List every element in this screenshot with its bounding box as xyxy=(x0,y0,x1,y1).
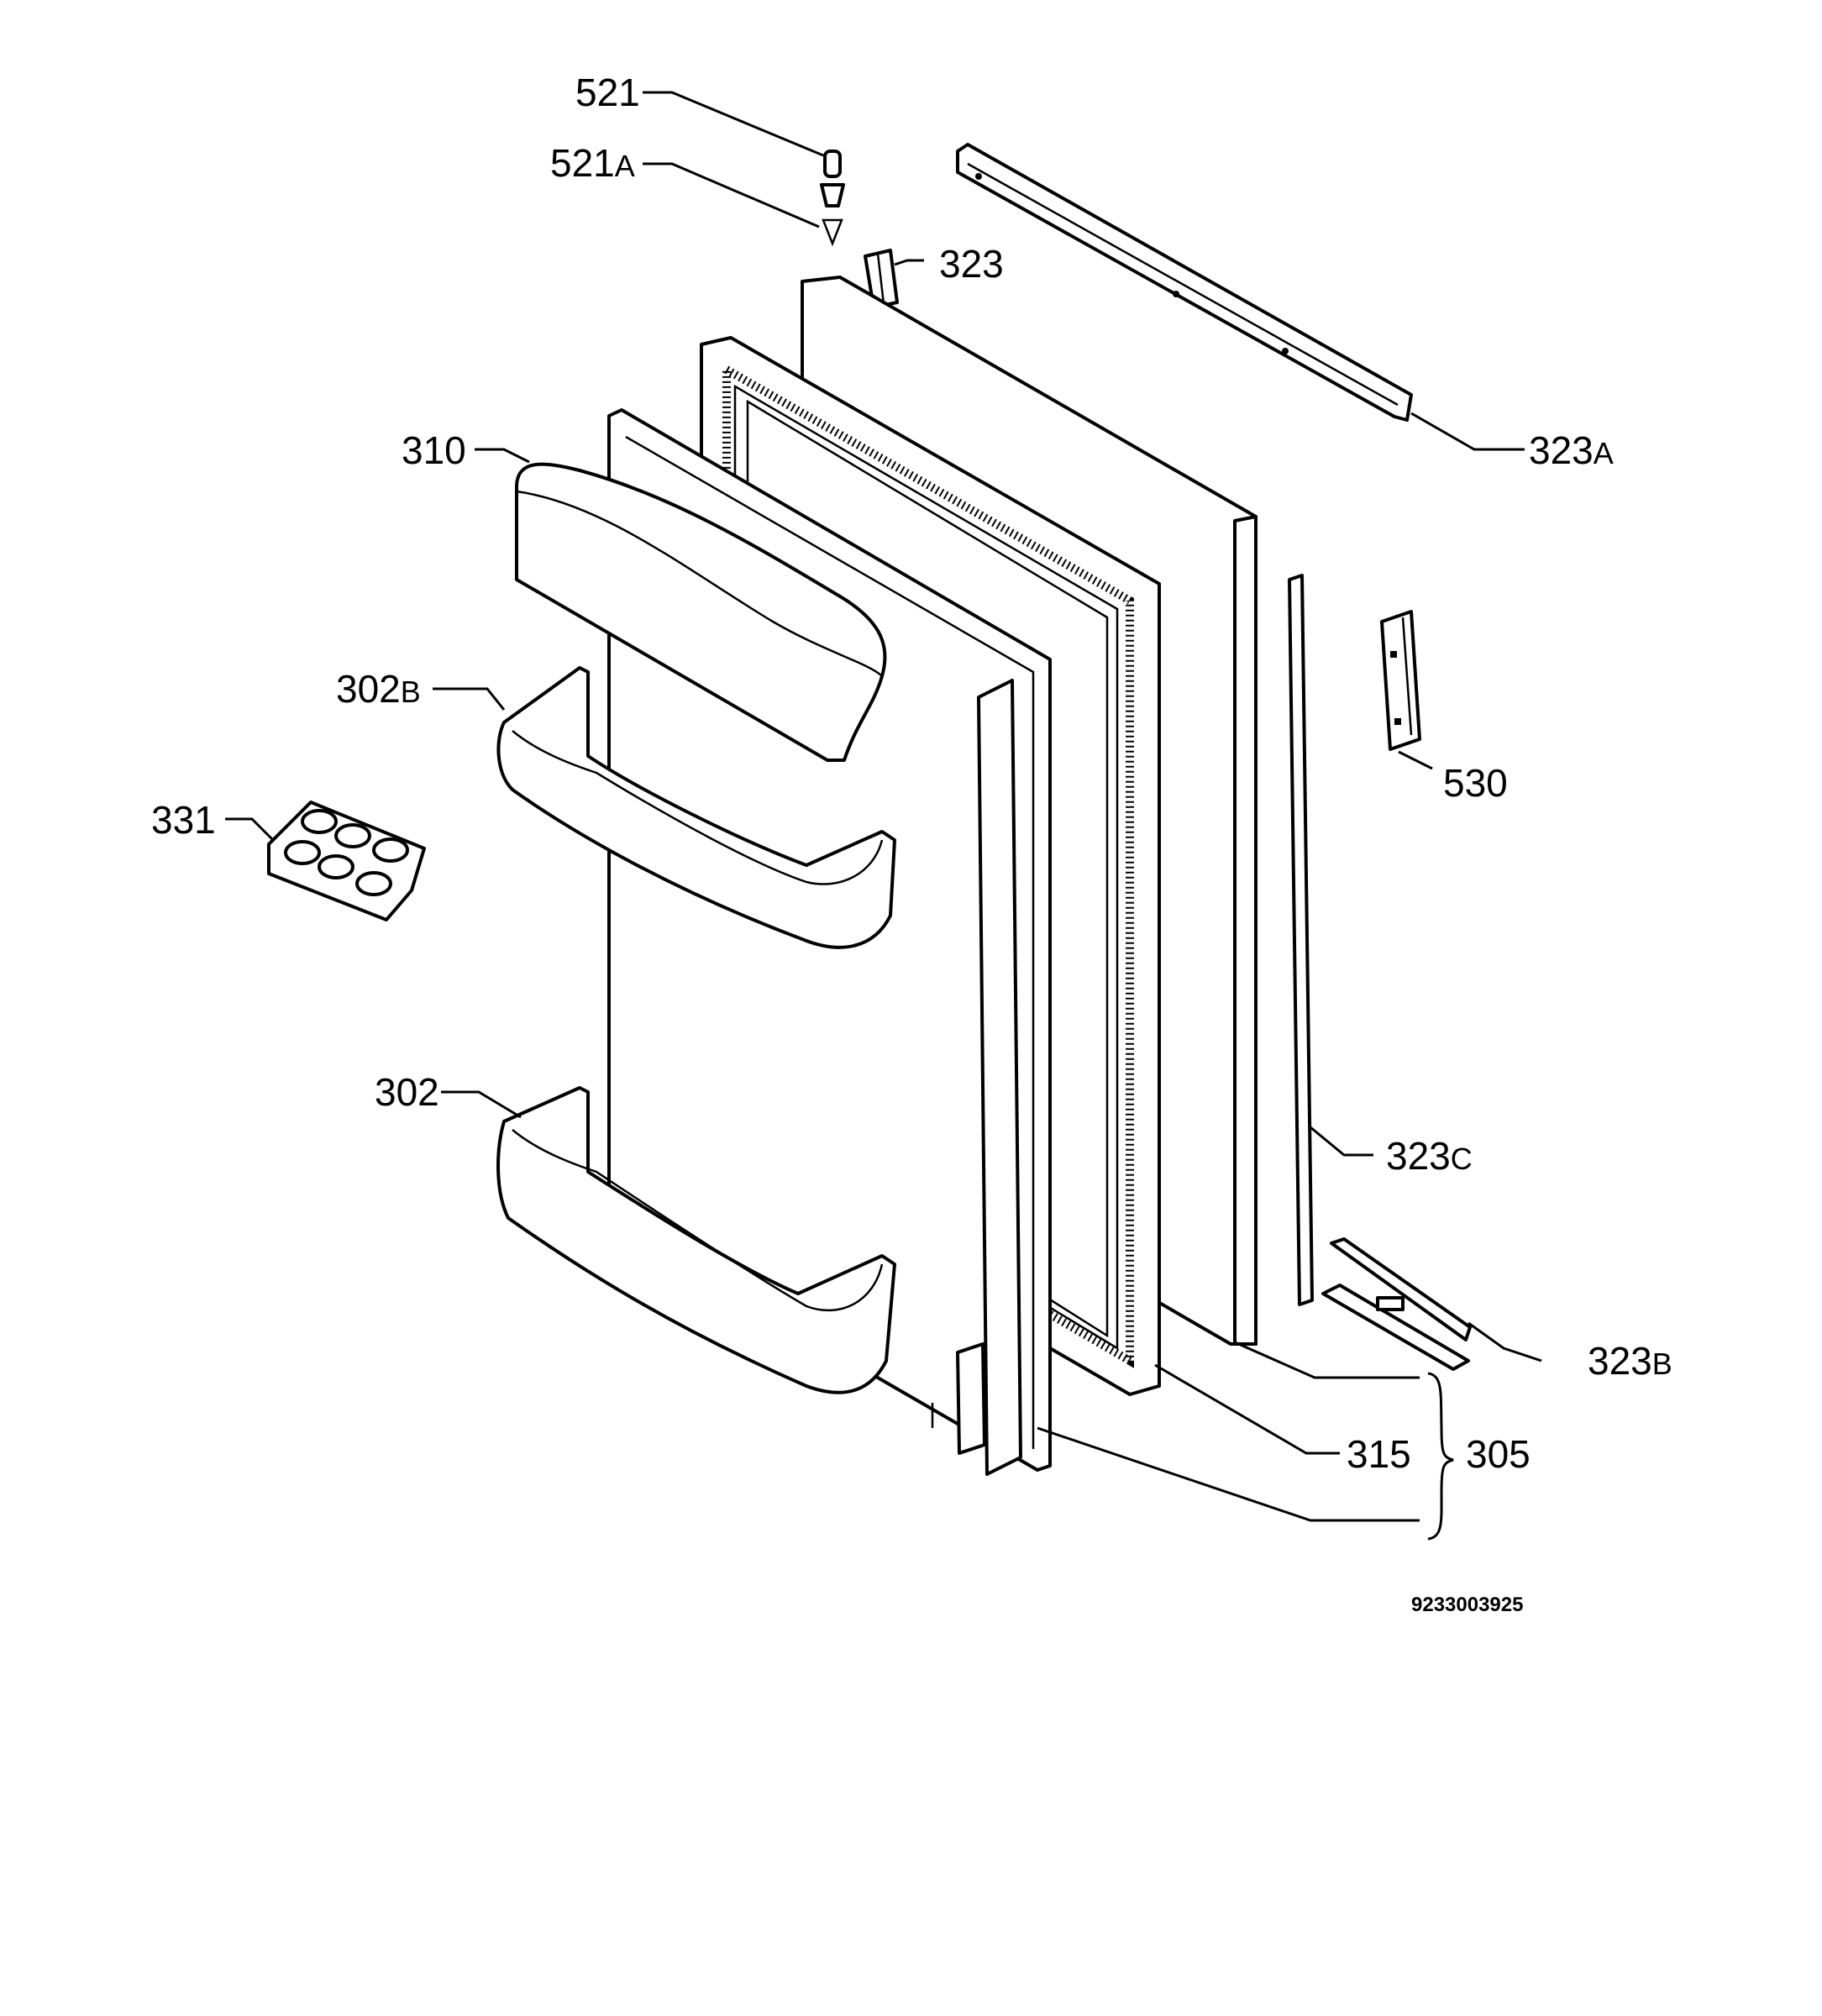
part-323c-vertical-strip xyxy=(1288,574,1314,1306)
label-323c: 323C xyxy=(1386,1134,1473,1178)
part-323-hinge-pin xyxy=(864,249,899,309)
part-302-door-shelf xyxy=(496,1086,896,1394)
label-521a: 521A xyxy=(550,141,635,185)
drawing-code: 9233003925 xyxy=(1411,1593,1523,1616)
label-302b: 302B xyxy=(336,667,421,711)
part-302b-door-shelf xyxy=(496,666,896,949)
label-310: 310 xyxy=(402,428,466,472)
label-521: 521 xyxy=(575,71,640,114)
label-530: 530 xyxy=(1443,761,1508,805)
label-331: 331 xyxy=(151,798,216,842)
part-331-egg-tray xyxy=(267,801,426,921)
part-323b-bottom-rail xyxy=(1321,1237,1472,1371)
part-labels: 521 521A 323 323A 310 302B 530 331 302 3… xyxy=(151,71,1672,1616)
part-323a-top-rail xyxy=(956,143,1413,422)
part-521-screw xyxy=(820,150,845,247)
label-305: 305 xyxy=(1466,1432,1531,1476)
label-302: 302 xyxy=(375,1070,439,1114)
part-310-dairy-cover xyxy=(515,462,887,762)
leader-lines xyxy=(225,91,1542,1541)
part-530-bracket xyxy=(1380,610,1421,751)
label-323a: 323A xyxy=(1529,428,1614,472)
label-323: 323 xyxy=(939,242,1004,286)
label-323b: 323B xyxy=(1588,1339,1672,1383)
label-315: 315 xyxy=(1347,1432,1411,1476)
